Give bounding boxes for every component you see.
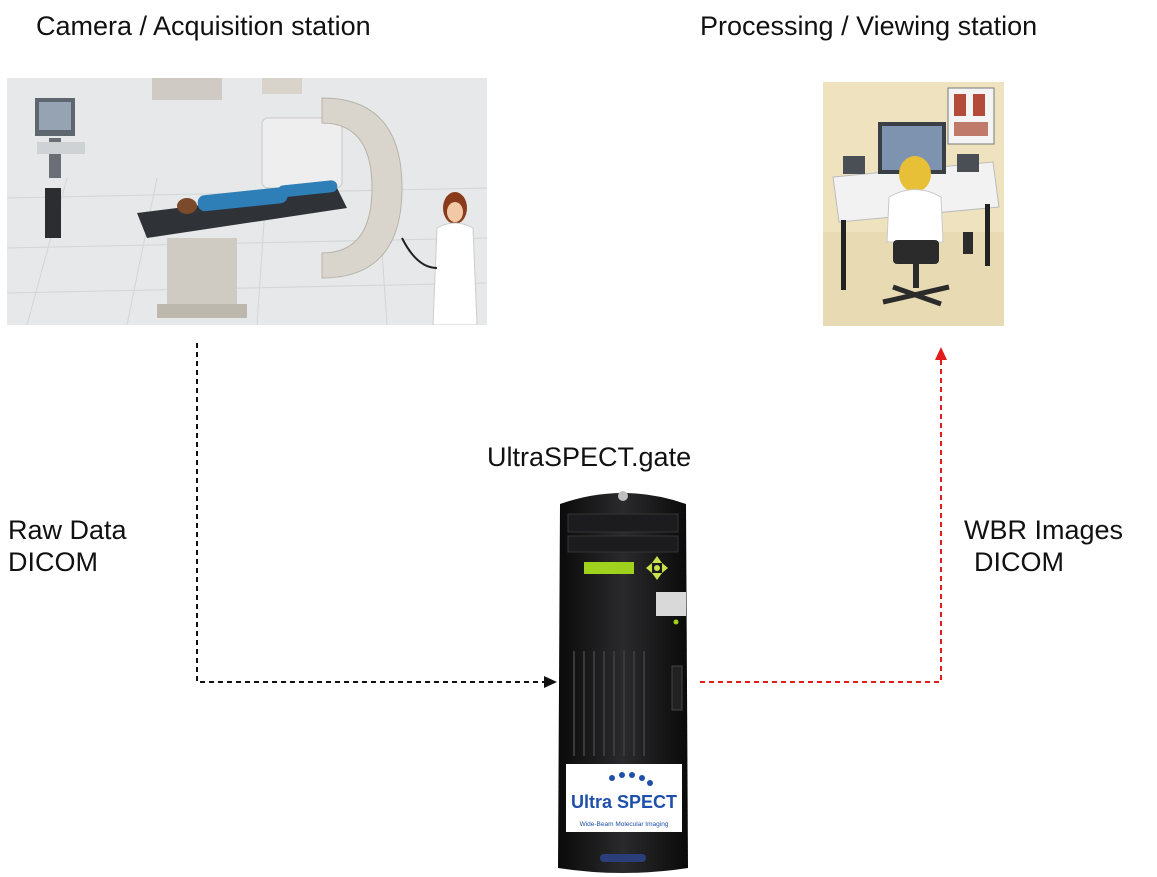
logo-text: Ultra SPECT (571, 792, 677, 812)
acquisition-station-title: Camera / Acquisition station (36, 11, 371, 41)
scanner-illustration (7, 78, 487, 325)
raw-data-label: Raw Data DICOM (8, 514, 127, 578)
wbr-images-label: WBR Images DICOM (964, 514, 1123, 578)
server-tower-illustration: Ultra SPECT Wide-Beam Molecular Imaging (550, 486, 696, 876)
raw-data-line1: Raw Data (8, 515, 127, 545)
raw-data-line2: DICOM (8, 547, 98, 577)
wbr-images-line1: WBR Images (964, 515, 1124, 545)
viewing-station-title: Processing / Viewing station (700, 11, 1038, 41)
gateway-title: UltraSPECT.gate (487, 442, 692, 472)
lcd-panel (584, 562, 634, 574)
workstation-illustration (823, 82, 1004, 326)
raw-data-arrow (196, 343, 546, 683)
wbr-images-arrow (700, 360, 942, 683)
wbr-images-arrowhead (935, 347, 947, 360)
wbr-images-line2: DICOM (974, 547, 1064, 577)
svg-text:Wide-Beam Molecular Imaging: Wide-Beam Molecular Imaging (580, 821, 669, 828)
